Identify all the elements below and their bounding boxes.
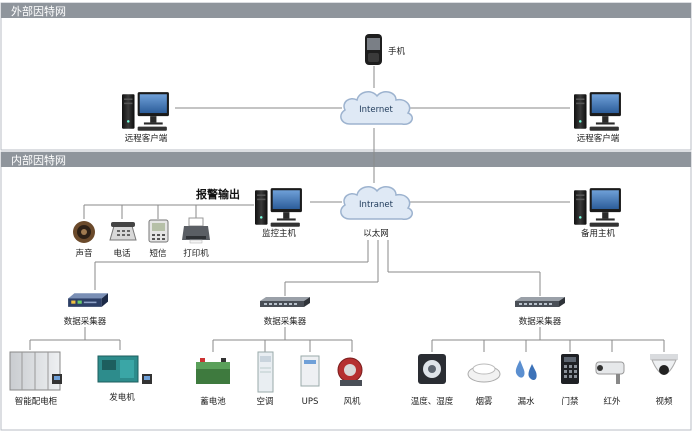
alarm-sms-label: 短信 bbox=[149, 248, 167, 259]
backup-host: 备用主机 bbox=[574, 188, 621, 239]
ethernet-label: 以太网 bbox=[363, 228, 389, 239]
temperature-humidity-label: 温度、湿度 bbox=[411, 396, 454, 407]
remote-client-right-label: 远程客户端 bbox=[577, 133, 620, 144]
data-collector-3: 数据采集器 bbox=[515, 297, 565, 327]
dome-camera-icon bbox=[650, 354, 678, 375]
access-control: 门禁 bbox=[561, 354, 579, 407]
air-conditioner-label: 空调 bbox=[256, 396, 273, 407]
battery-icon bbox=[196, 358, 230, 384]
monitor-host-label: 监控主机 bbox=[262, 228, 297, 239]
data-collector-3-label: 数据采集器 bbox=[519, 316, 562, 327]
water-leak-label: 漏水 bbox=[517, 396, 535, 407]
intranet-label: Intranet bbox=[359, 200, 394, 210]
sms-device-icon bbox=[148, 219, 169, 243]
distribution-cabinet-icon bbox=[9, 351, 62, 391]
phone-icon bbox=[365, 34, 382, 65]
alarm-sound: 声音 bbox=[73, 221, 95, 259]
video-camera: 视频 bbox=[650, 354, 678, 407]
access-keypad-icon bbox=[561, 354, 579, 384]
alarm-phone-label: 电话 bbox=[113, 248, 131, 259]
intranet-cloud: Intranet bbox=[340, 186, 414, 221]
smoke-detector: 烟雾 bbox=[467, 363, 501, 407]
connection-lines bbox=[29, 66, 665, 352]
backup-host-label: 备用主机 bbox=[581, 228, 616, 239]
generator-label: 发电机 bbox=[109, 392, 135, 403]
network-switch-icon bbox=[260, 297, 310, 307]
smart-distribution-cabinet-label: 智能配电柜 bbox=[15, 396, 58, 407]
internet-label: Internet bbox=[359, 105, 393, 115]
data-collector-2: 数据采集器 bbox=[260, 297, 310, 327]
infrared-label: 红外 bbox=[603, 396, 621, 407]
alarm-printer: 打印机 bbox=[182, 217, 210, 259]
access-control-label: 门禁 bbox=[561, 396, 579, 407]
generator: 发电机 bbox=[97, 355, 152, 403]
phone-label: 手机 bbox=[388, 46, 406, 57]
generator-icon bbox=[97, 355, 152, 384]
speaker-icon bbox=[73, 221, 95, 243]
printer-icon bbox=[182, 217, 210, 244]
internal-network-title: 内部因特网 bbox=[11, 153, 66, 167]
internal-network-band: 内部因特网 bbox=[1, 152, 691, 167]
remote-client-right: 远程客户端 bbox=[574, 92, 621, 144]
infrared-camera-icon bbox=[595, 361, 625, 384]
infrared-sensor: 红外 bbox=[595, 361, 625, 407]
monitor-host: 监控主机 bbox=[255, 188, 302, 239]
thermo-hygrometer-icon bbox=[418, 354, 446, 384]
video-label: 视频 bbox=[655, 396, 673, 407]
data-collector-1-label: 数据采集器 bbox=[64, 316, 107, 327]
battery: 蓄电池 bbox=[196, 358, 230, 407]
air-conditioner: 空调 bbox=[256, 351, 274, 407]
alarm-sound-label: 声音 bbox=[75, 248, 93, 259]
ups: UPS bbox=[300, 355, 320, 407]
data-collector-icon bbox=[68, 293, 108, 307]
ups-label: UPS bbox=[302, 397, 319, 407]
remote-client-left: 远程客户端 bbox=[122, 92, 169, 144]
water-leak-sensor: 漏水 bbox=[515, 360, 537, 407]
smoke-detector-label: 烟雾 bbox=[475, 397, 493, 407]
temperature-humidity-sensor: 温度、湿度 bbox=[411, 354, 454, 407]
smoke-detector-icon bbox=[467, 363, 501, 383]
desk-phone-icon bbox=[109, 222, 137, 241]
desktop-computer-icon bbox=[574, 92, 621, 131]
alarm-output-title: 报警输出 bbox=[196, 187, 240, 201]
battery-label: 蓄电池 bbox=[200, 396, 226, 407]
data-collector-1: 数据采集器 bbox=[64, 293, 108, 327]
alarm-sms: 短信 bbox=[148, 219, 169, 259]
remote-client-left-label: 远程客户端 bbox=[125, 133, 168, 144]
water-drop-icon bbox=[515, 360, 537, 381]
ups-icon bbox=[300, 355, 320, 387]
fan-icon bbox=[337, 357, 363, 386]
internet-cloud: Internet bbox=[340, 91, 414, 126]
data-collector-2-label: 数据采集器 bbox=[264, 316, 307, 327]
fan: 风机 bbox=[337, 357, 363, 407]
fan-label: 风机 bbox=[343, 396, 361, 407]
desktop-computer-icon bbox=[255, 188, 302, 227]
air-conditioner-icon bbox=[257, 351, 274, 393]
desktop-computer-icon bbox=[122, 92, 169, 131]
smart-distribution-cabinet: 智能配电柜 bbox=[9, 351, 62, 407]
phone: 手机 bbox=[365, 34, 406, 65]
alarm-printer-label: 打印机 bbox=[183, 248, 209, 259]
alarm-phone: 电话 bbox=[109, 222, 137, 259]
external-network-title: 外部因特网 bbox=[11, 4, 66, 18]
desktop-computer-icon bbox=[574, 188, 621, 227]
network-switch-icon bbox=[515, 297, 565, 307]
external-network-band: 外部因特网 bbox=[1, 3, 691, 18]
